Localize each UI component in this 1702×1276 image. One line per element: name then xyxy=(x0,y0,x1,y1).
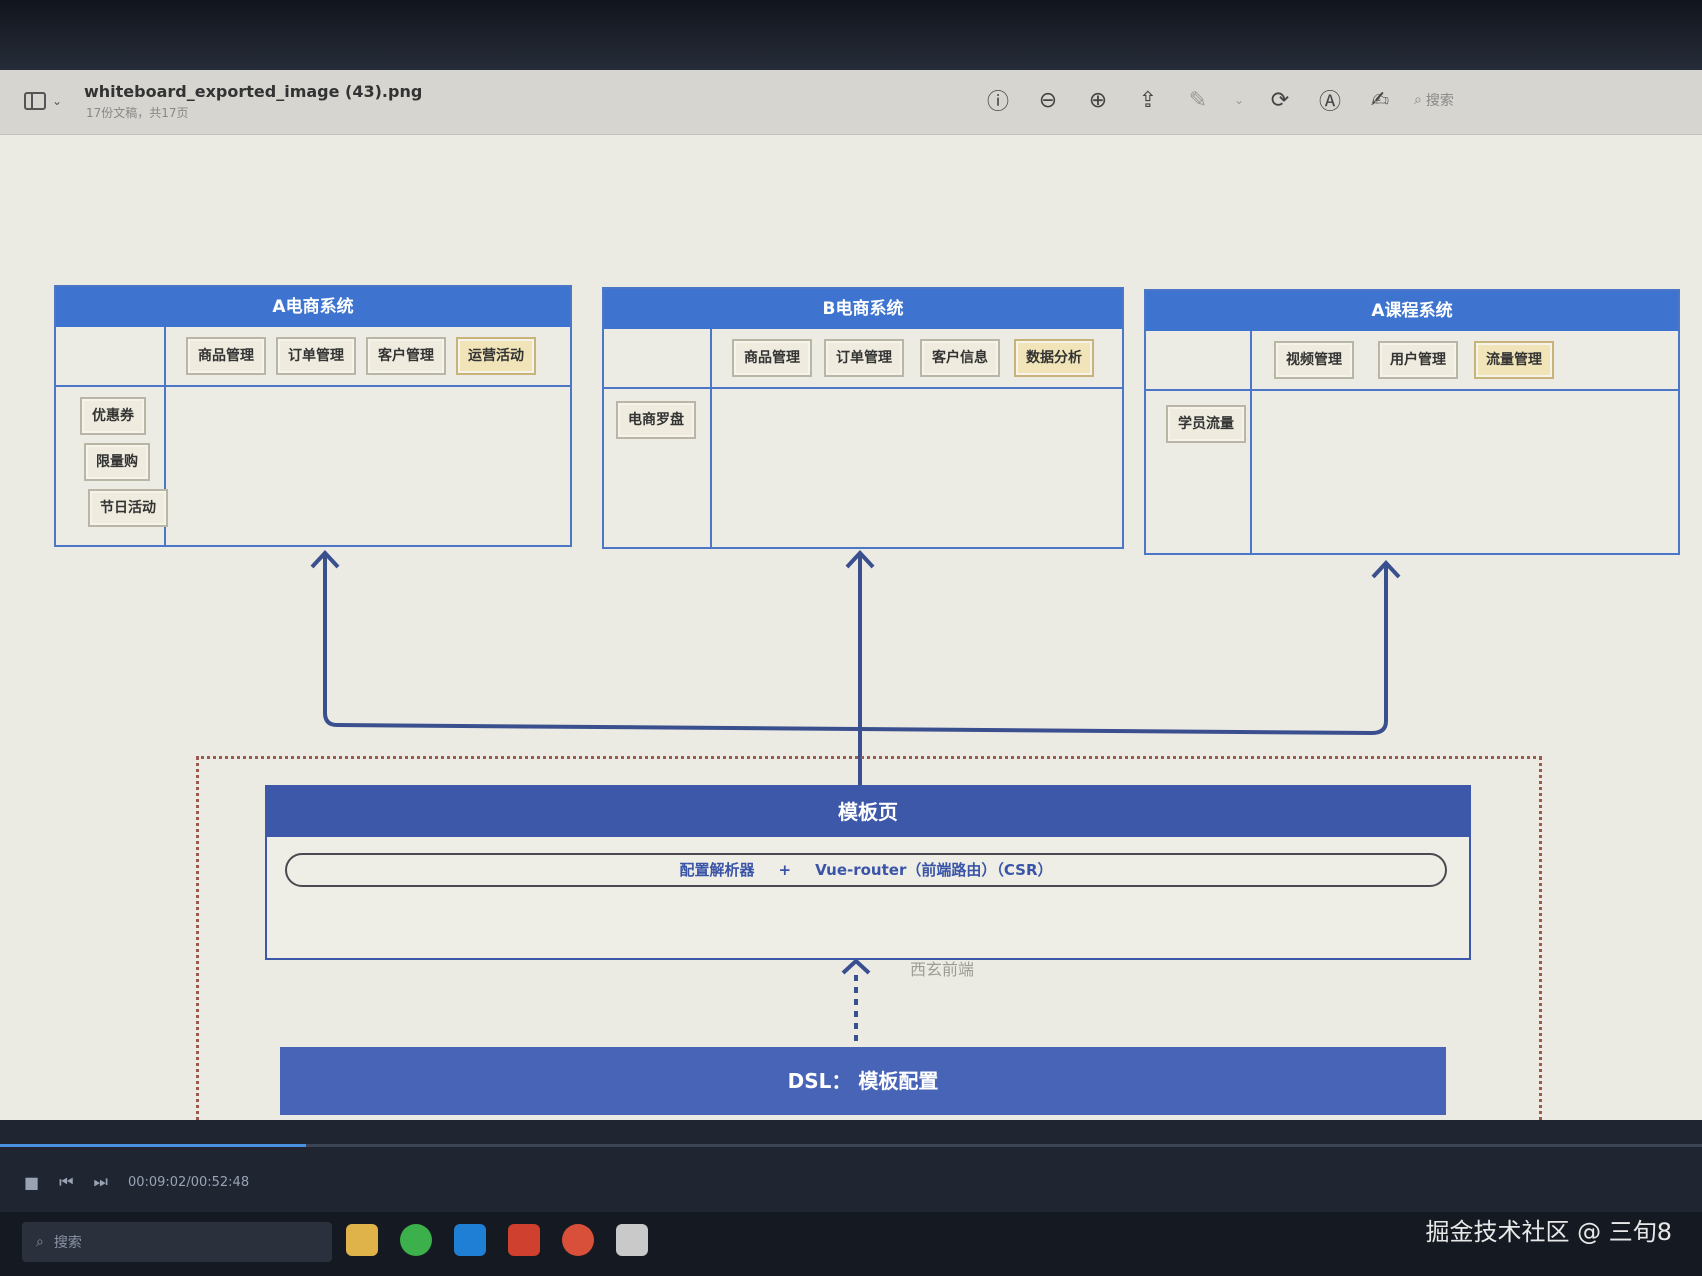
module-box-highlight[interactable]: 运营活动 xyxy=(456,337,536,375)
module-box-highlight[interactable]: 数据分析 xyxy=(1014,339,1094,377)
plus-sign: + xyxy=(778,861,792,879)
module-box[interactable]: 商品管理 xyxy=(186,337,266,375)
search-icon: ⌕ xyxy=(36,1234,44,1250)
module-box[interactable]: 订单管理 xyxy=(824,339,904,377)
rotate-icon[interactable]: ⟳ xyxy=(1270,87,1290,113)
module-box[interactable]: 客户信息 xyxy=(920,339,1000,377)
preview-app-icon[interactable] xyxy=(616,1224,648,1256)
watermark: 掘金技术社区 @ 三旬8 xyxy=(1425,1218,1672,1246)
side-module-box[interactable]: 限量购 xyxy=(84,443,150,481)
chevron-down-icon[interactable]: ⌄ xyxy=(1233,93,1245,107)
monitor-bezel xyxy=(0,0,1702,70)
diagram-canvas: A电商系统 商品管理 订单管理 客户管理 运营活动 优惠券 限量购 节日活动 B… xyxy=(0,135,1702,1120)
module-box[interactable]: 客户管理 xyxy=(366,337,446,375)
share-icon[interactable]: ⇪ xyxy=(1138,87,1158,113)
taskbar-search-label: 搜索 xyxy=(53,1235,82,1251)
sidebar-icon xyxy=(24,92,46,110)
taskbar: ⌕ 搜索 xyxy=(0,1212,1702,1276)
template-group-dashed-border xyxy=(196,756,1542,1120)
template-pipeline-pill: 配置解析器 + Vue-router（前端路由）（CSR） xyxy=(285,853,1447,887)
vue-router-label: Vue-router（前端路由）（CSR） xyxy=(815,861,1053,879)
config-parser-label: 配置解析器 xyxy=(679,861,755,879)
side-tag: 西玄前端 xyxy=(910,960,975,979)
markup-pen-icon[interactable]: ✎ xyxy=(1188,87,1208,113)
file-explorer-icon[interactable] xyxy=(346,1224,378,1256)
template-page-box: 模板页 配置解析器 + Vue-router（前端路由）（CSR） xyxy=(265,785,1471,960)
module-box[interactable]: 订单管理 xyxy=(276,337,356,375)
system-box-b-ecommerce: B电商系统 商品管理 订单管理 客户信息 数据分析 电商罗盘 xyxy=(602,287,1124,549)
module-box[interactable]: 商品管理 xyxy=(732,339,812,377)
next-icon[interactable]: ⏭ xyxy=(93,1172,108,1191)
toolbar: ⌄ whiteboard_exported_image (43).png 17份… xyxy=(0,70,1702,135)
search-icon: ⌕ xyxy=(1414,92,1422,108)
document-subtitle: 17份文稿，共17页 xyxy=(86,106,189,120)
search-field[interactable]: ⌕ 搜索 xyxy=(1414,90,1454,110)
module-box[interactable]: 视频管理 xyxy=(1274,341,1354,379)
taskbar-search[interactable]: ⌕ 搜索 xyxy=(22,1222,332,1262)
module-box[interactable]: 用户管理 xyxy=(1378,341,1458,379)
stop-icon[interactable]: ■ xyxy=(24,1172,40,1192)
module-box-highlight[interactable]: 流量管理 xyxy=(1474,341,1554,379)
progress-track[interactable] xyxy=(0,1144,1702,1147)
preview-window: ⌄ whiteboard_exported_image (43).png 17份… xyxy=(0,70,1702,1120)
system-title: A课程系统 xyxy=(1146,291,1678,331)
search-placeholder: 搜索 xyxy=(1425,93,1454,109)
side-module-box[interactable]: 节日活动 xyxy=(88,489,168,527)
annotate-icon[interactable]: Ⓐ xyxy=(1318,90,1341,115)
system-box-a-course: A课程系统 视频管理 用户管理 流量管理 学员流量 xyxy=(1144,289,1680,555)
zoom-out-icon[interactable]: ⊖ xyxy=(1038,87,1058,113)
dsl-config-box[interactable]: DSL： 模板配置 xyxy=(280,1047,1446,1115)
document-title: whiteboard_exported_image (43).png xyxy=(84,82,423,101)
info-icon[interactable]: ⓘ xyxy=(986,90,1009,115)
system-box-a-ecommerce: A电商系统 商品管理 订单管理 客户管理 运营活动 优惠券 限量购 节日活动 xyxy=(54,285,572,547)
progress-fill xyxy=(0,1144,307,1147)
system-title: B电商系统 xyxy=(604,289,1122,329)
template-title: 模板页 xyxy=(267,787,1469,837)
previous-icon[interactable]: ⏮ xyxy=(59,1172,74,1191)
zoom-in-icon[interactable]: ⊕ xyxy=(1088,87,1108,113)
side-module-box[interactable]: 学员流量 xyxy=(1166,405,1246,443)
system-title: A电商系统 xyxy=(56,287,570,327)
side-module-box[interactable]: 优惠券 xyxy=(80,397,146,435)
sidebar-toggle-button[interactable]: ⌄ xyxy=(24,88,68,114)
app-red-icon[interactable] xyxy=(508,1224,540,1256)
playback-time: 00:09:02/00:52:48 xyxy=(127,1174,250,1190)
chevron-down-icon: ⌄ xyxy=(52,94,63,108)
side-module-box[interactable]: 电商罗盘 xyxy=(616,401,696,439)
media-player-bar: ■ ⏮ ⏭ 00:09:02/00:52:48 xyxy=(0,1120,1702,1212)
vscode-icon[interactable] xyxy=(454,1224,486,1256)
wechat-icon[interactable] xyxy=(400,1224,432,1256)
sign-icon[interactable]: ✍ xyxy=(1370,87,1390,113)
chrome-icon[interactable] xyxy=(562,1224,594,1256)
